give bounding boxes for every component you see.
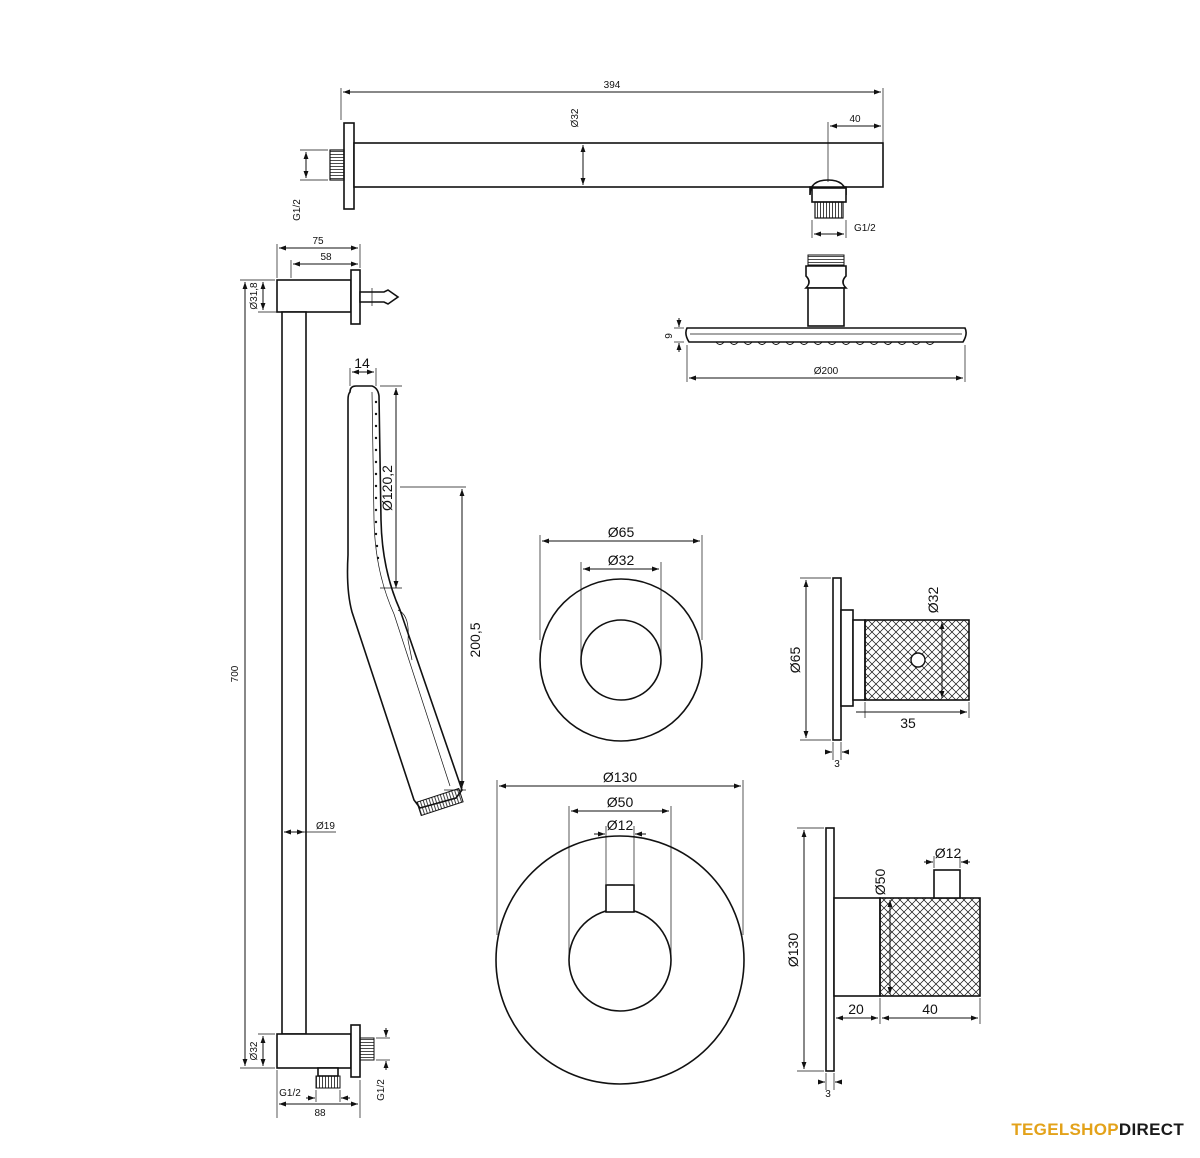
rail-top-diameter-label: Ø31,8 (249, 282, 260, 310)
small-rosette-outer-label: Ø65 (608, 524, 635, 540)
slide-rail: 75 58 Ø31,8 700 Ø19 Ø32 G1/2 G1/2 88 (230, 236, 400, 1119)
arm-thread-wall-label: G1/2 (292, 199, 303, 221)
rail-bottom-depth-label: 88 (314, 1108, 326, 1119)
small-rosette-side: Ø65 Ø32 35 3 (787, 577, 970, 770)
large-rosette-inner-label: Ø12 (607, 817, 634, 833)
rail-tube-diameter-label: Ø19 (316, 821, 335, 832)
large-side-height-label: Ø130 (785, 933, 801, 967)
small-rosette-front: Ø65 Ø32 (539, 524, 703, 742)
large-rosette-side: Ø130 Ø50 Ø12 20 40 3 (785, 827, 981, 1100)
arm-length-label: 394 (604, 80, 621, 91)
arm-thread-out-label: G1/2 (854, 223, 876, 234)
large-side-plate-label: 3 (825, 1089, 831, 1100)
small-side-knob-label: Ø32 (925, 587, 941, 614)
large-side-stem-label: Ø12 (935, 845, 962, 861)
large-rosette-mid-label: Ø50 (607, 794, 634, 810)
hand-shower: 14 Ø120,2 200,5 (346, 355, 483, 817)
rail-thread-right-label: G1/2 (376, 1079, 387, 1101)
large-rosette-front: Ø130 Ø50 Ø12 (495, 769, 745, 1085)
rail-depth-inner-label: 58 (320, 252, 332, 263)
large-side-knob-label: Ø50 (872, 869, 888, 896)
shower-head: 9 Ø200 (664, 254, 967, 382)
brand-logo: TEGELSHOPDIRECT (1011, 1120, 1184, 1140)
head-diameter-label: Ø200 (814, 366, 839, 377)
small-rosette-inner-label: Ø32 (608, 552, 635, 568)
hand-head-diameter-label: Ø120,2 (379, 465, 395, 511)
shower-arm: 394 40 Ø32 G1/2 G1/2 (292, 80, 884, 238)
brand-logo-part1: TEGELSHOP (1011, 1120, 1119, 1139)
large-side-body-label: 20 (848, 1001, 864, 1017)
small-side-height-label: Ø65 (787, 647, 803, 674)
large-side-knob-depth-label: 40 (922, 1001, 938, 1017)
rail-thread-left-label: G1/2 (279, 1088, 301, 1099)
arm-offset-label: 40 (849, 114, 861, 125)
arm-diameter-label: Ø32 (570, 108, 581, 127)
large-rosette-outer-label: Ø130 (603, 769, 637, 785)
small-side-depth-label: 35 (900, 715, 916, 731)
small-side-plate-label: 3 (834, 759, 840, 770)
hand-thickness-label: 14 (354, 355, 370, 371)
hand-length-label: 200,5 (467, 622, 483, 657)
rail-bottom-diameter-label: Ø32 (249, 1041, 260, 1060)
rail-length-label: 700 (230, 665, 241, 682)
rail-depth-label: 75 (312, 236, 324, 247)
head-height-label: 9 (664, 333, 675, 339)
brand-logo-part2: DIRECT (1118, 1120, 1184, 1139)
